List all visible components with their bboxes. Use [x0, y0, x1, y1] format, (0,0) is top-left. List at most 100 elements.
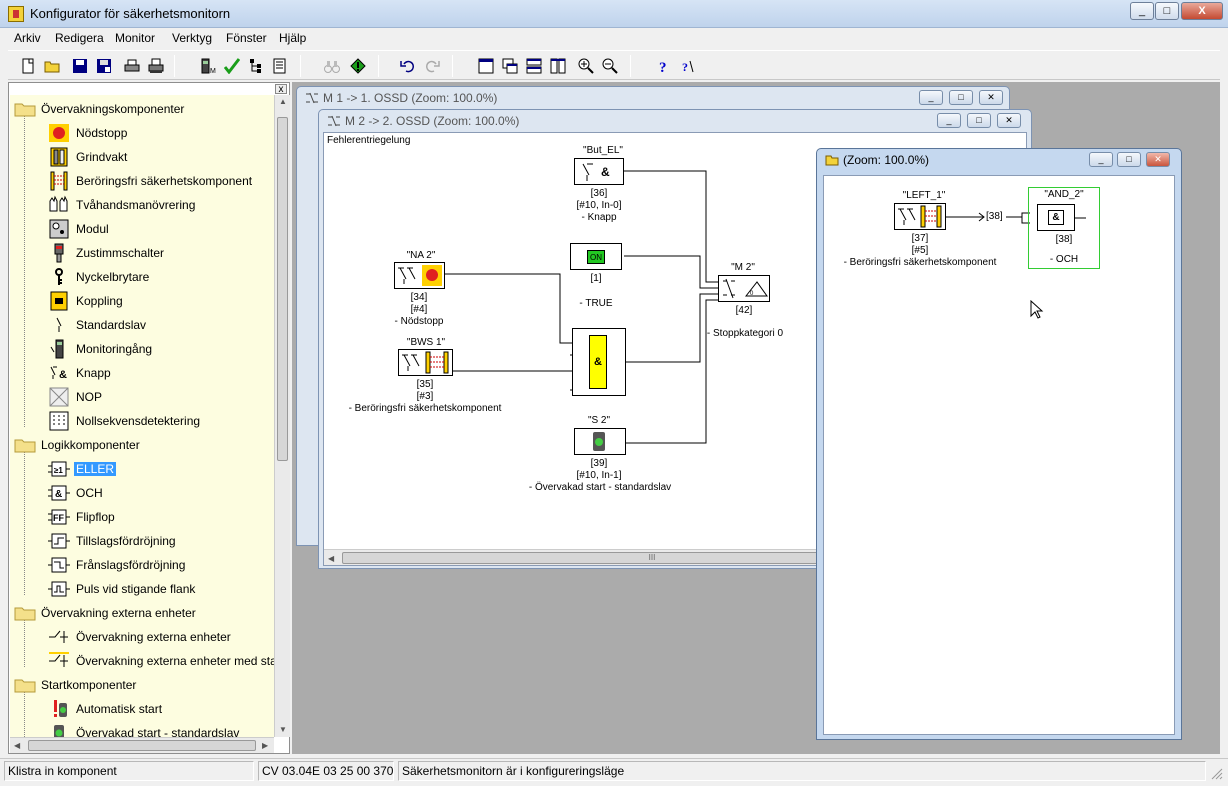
save-all-icon[interactable]: [92, 54, 115, 77]
save-icon[interactable]: [68, 54, 91, 77]
tree-view-icon[interactable]: [244, 54, 267, 77]
close-button[interactable]: X: [1181, 2, 1223, 20]
block-but-el[interactable]: &: [574, 158, 624, 185]
print-preview-icon[interactable]: [144, 54, 167, 77]
enabling-switch-icon: [54, 243, 64, 263]
menu-fonster[interactable]: Fönster: [226, 31, 267, 45]
tree-item-nop[interactable]: NOP: [10, 385, 274, 409]
scroll-left-arrow-icon[interactable]: ◀: [14, 741, 21, 750]
stop-category-icon: 0: [723, 278, 768, 299]
menu-monitor[interactable]: Monitor: [115, 31, 156, 45]
zoom-minimize-button[interactable]: _: [1089, 152, 1113, 167]
scroll-right-arrow-icon[interactable]: ▶: [262, 741, 269, 750]
block-s2[interactable]: [574, 428, 626, 455]
toolbar-separator: [630, 55, 631, 77]
block-and2-frame[interactable]: "AND_2" & [38] - OCH: [1028, 187, 1100, 269]
block-s2-name: "S 2": [587, 415, 611, 426]
tile-horizontal-icon[interactable]: [522, 54, 545, 77]
block-true[interactable]: ON: [570, 243, 622, 270]
tree-scroll-thumb[interactable]: [277, 117, 288, 461]
m1-maximize-button[interactable]: □: [949, 90, 973, 105]
tree-item-tvahandsmanovrering[interactable]: Tvåhandsmanövrering: [10, 193, 274, 217]
tree-item-externa-enheter[interactable]: Övervakning externa enheter: [10, 625, 274, 649]
menu-redigera[interactable]: Redigera: [55, 31, 104, 45]
m2-minimize-button[interactable]: _: [937, 113, 961, 128]
scroll-up-arrow-icon[interactable]: ▲: [279, 97, 287, 106]
zoom-out-icon[interactable]: [598, 54, 621, 77]
zoom-in-icon[interactable]: [574, 54, 597, 77]
undo-icon[interactable]: [396, 54, 419, 77]
zoom-diagram-canvas[interactable]: "LEFT_1" [37] [#5] - Beröringsfri säkerh…: [823, 175, 1175, 735]
tree-item-nyckelbrytare[interactable]: Nyckelbrytare: [10, 265, 274, 289]
tree-item-grindvakt[interactable]: Grindvakt: [10, 145, 274, 169]
tree-item-nodstopp[interactable]: Nödstopp: [10, 121, 274, 145]
tree-category-startkomponenter[interactable]: Startkomponenter: [10, 673, 274, 697]
report-icon[interactable]: [268, 54, 291, 77]
tree-item-overvakad-start[interactable]: Övervakad start - standardslav: [10, 721, 274, 737]
scroll-left-arrow-icon[interactable]: ◀: [328, 554, 335, 563]
tree-category-overvakningskomponenter[interactable]: Övervakningskomponenter: [10, 97, 274, 121]
cascade-icon[interactable]: [498, 54, 521, 77]
tree-item-franslagsfordrojning[interactable]: Frånslagsfördröjning: [10, 553, 274, 577]
redo-icon[interactable]: [420, 54, 443, 77]
tree-category-externa-enheter[interactable]: Övervakning externa enheter: [10, 601, 274, 625]
nop-icon: [49, 387, 69, 407]
m2-maximize-button[interactable]: □: [967, 113, 991, 128]
tree-horizontal-scrollbar[interactable]: ◀ ▶: [10, 737, 274, 753]
tree-item-knapp[interactable]: & Knapp: [10, 361, 274, 385]
block-but-el-id: [36]: [590, 188, 608, 199]
window-icon[interactable]: [474, 54, 497, 77]
print-icon[interactable]: [120, 54, 143, 77]
menu-verktyg[interactable]: Verktyg: [172, 31, 213, 45]
tree-hscroll-thumb[interactable]: [28, 740, 256, 751]
tree-item-standardslav[interactable]: Standardslav: [10, 313, 274, 337]
tree-item-nollsekvensdetektering[interactable]: Nollsekvensdetektering: [10, 409, 274, 433]
tree-item-puls[interactable]: Puls vid stigande flank: [10, 577, 274, 601]
tree-item-modul[interactable]: Modul: [10, 217, 274, 241]
tree-item-zustimmschalter[interactable]: Zustimmschalter: [10, 241, 274, 265]
monitor-select-icon[interactable]: M2: [196, 54, 219, 77]
scroll-down-arrow-icon[interactable]: ▼: [279, 725, 287, 734]
validate-icon[interactable]: [220, 54, 243, 77]
tree-item-och[interactable]: & OCH: [10, 481, 274, 505]
maximize-button[interactable]: □: [1155, 2, 1179, 20]
tree-close-button[interactable]: x: [275, 84, 287, 95]
window-zoom[interactable]: (Zoom: 100.0%) _ □ ✕ "LEFT_1" [37] [#5] …: [816, 148, 1182, 740]
help-icon[interactable]: ?: [652, 54, 675, 77]
minimize-button[interactable]: _: [1130, 2, 1154, 20]
new-icon[interactable]: [16, 54, 39, 77]
menu-hjalp[interactable]: Hjälp: [279, 31, 307, 45]
zoom-close-button[interactable]: ✕: [1146, 152, 1170, 167]
block-and[interactable]: &: [572, 328, 626, 396]
tree-connector: [24, 115, 25, 427]
resize-grip-icon[interactable]: [1210, 767, 1224, 781]
start-icon[interactable]: [346, 54, 369, 77]
tree-item-tillslagsfordrojning[interactable]: Tillslagsfördröjning: [10, 529, 274, 553]
m1-minimize-button[interactable]: _: [919, 90, 943, 105]
tree-item-monitoringang[interactable]: Monitoringång: [10, 337, 274, 361]
tree-item-flipflop[interactable]: FF Flipflop: [10, 505, 274, 529]
zoom-maximize-button[interactable]: □: [1117, 152, 1141, 167]
menu-arkiv[interactable]: Arkiv: [14, 31, 41, 45]
tree-item-label: Tvåhandsmanövrering: [76, 198, 196, 212]
m1-close-button[interactable]: ✕: [979, 90, 1003, 105]
tree-item-externa-enheter-standard[interactable]: Övervakning externa enheter med standa: [10, 649, 274, 673]
open-icon[interactable]: [40, 54, 63, 77]
tile-vertical-icon[interactable]: [546, 54, 569, 77]
block-bws1[interactable]: [398, 349, 453, 376]
block-and2[interactable]: &: [1037, 204, 1075, 231]
tree-item-eller[interactable]: ≥1 ELLER: [10, 457, 274, 481]
m2-close-button[interactable]: ✕: [997, 113, 1021, 128]
block-m2-output[interactable]: 0: [718, 275, 770, 302]
context-help-icon[interactable]: ?: [676, 54, 699, 77]
tree-item-koppling[interactable]: Koppling: [10, 289, 274, 313]
block-left1[interactable]: [894, 203, 946, 230]
and-gate-icon: &: [48, 485, 70, 501]
tree-item-beroringsfri[interactable]: Beröringsfri säkerhetskomponent: [10, 169, 274, 193]
block-na2[interactable]: [394, 262, 445, 289]
tree-category-logikkomponenter[interactable]: Logikkomponenter: [10, 433, 274, 457]
svg-text:0: 0: [750, 291, 754, 297]
tree-item-automatisk-start[interactable]: Automatisk start: [10, 697, 274, 721]
binoculars-icon[interactable]: [320, 54, 343, 77]
tree-vertical-scrollbar[interactable]: ▲ ▼: [274, 95, 290, 737]
